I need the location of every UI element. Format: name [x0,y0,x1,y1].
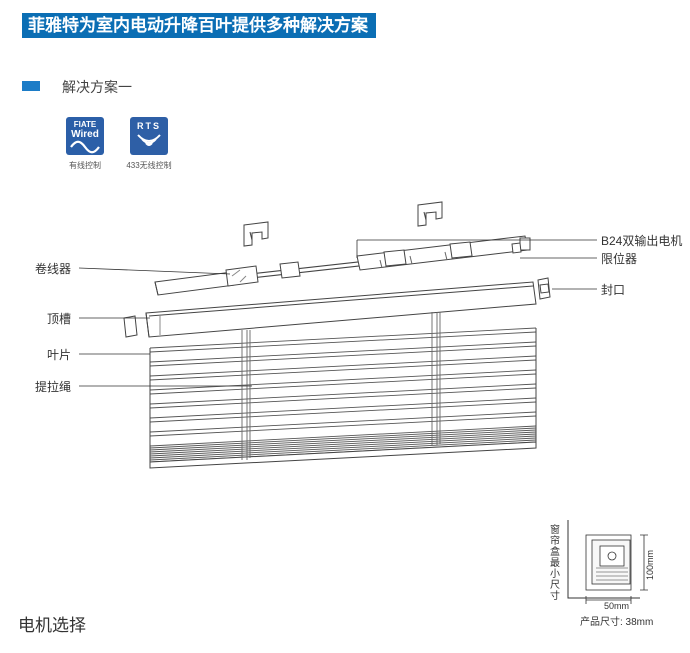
badge-line2: Wired [71,129,99,140]
label-lift-cord: 提拉绳 [35,380,72,394]
page-title: 菲雅特为室内电动升降百叶提供多种解决方案 [22,13,376,38]
badge-line1: FIATE [73,120,97,129]
badge-line1: RTS [137,121,161,131]
section-marker [22,81,40,91]
mounting-bracket-right [417,201,443,227]
mounting-bracket-left [243,221,269,247]
box-min-size-label: 窗帘盒最小尺寸 [550,525,560,602]
section-title: 解决方案一 [62,79,132,95]
label-slat: 叶片 [47,348,72,362]
label-winder: 卷线器 [35,262,72,276]
label-limiter: 限位器 [601,252,638,266]
label-motor: B24双输出电机 [601,234,683,248]
product-size-label: 产品尺寸: 38mm [580,617,654,628]
section-heading-motor-selection: 电机选择 [18,616,86,635]
badge-caption-wired: 有线控制 [69,161,101,170]
rts-wireless-icon: RTS [130,117,168,155]
label-top-rail: 顶槽 [47,312,72,326]
height-label: 100mm [645,549,655,580]
wave-icon [70,140,100,154]
width-label: 50mm [604,601,630,611]
badge-caption-rts: 433无线控制 [126,161,172,170]
label-end-cap: 封口 [601,283,626,297]
fiate-wired-icon: FIATE Wired [66,117,104,155]
signal-icon [137,134,161,146]
